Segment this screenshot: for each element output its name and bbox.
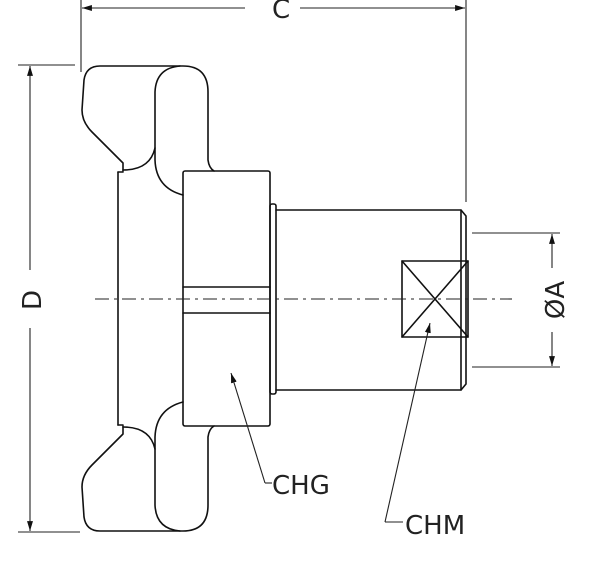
lugs-top xyxy=(81,65,215,196)
callout-chm: CHM xyxy=(384,322,465,541)
leader-line xyxy=(230,372,266,484)
dimension-label-a: ØA xyxy=(541,281,571,319)
callout-label-chm: CHM xyxy=(405,511,465,541)
coupling-part xyxy=(81,65,512,532)
dimension-label-c: C xyxy=(272,0,290,25)
callout-chg: CHG xyxy=(230,372,330,501)
callout-label-chg: CHG xyxy=(272,471,330,501)
leader-line xyxy=(384,322,431,523)
dimension-label-d: D xyxy=(18,290,48,310)
dimension-c: C xyxy=(80,0,467,202)
dimension-d: D xyxy=(18,64,80,533)
shaft xyxy=(275,209,467,391)
dimension-a: ØA xyxy=(472,232,571,368)
lugs-bottom xyxy=(81,401,215,532)
